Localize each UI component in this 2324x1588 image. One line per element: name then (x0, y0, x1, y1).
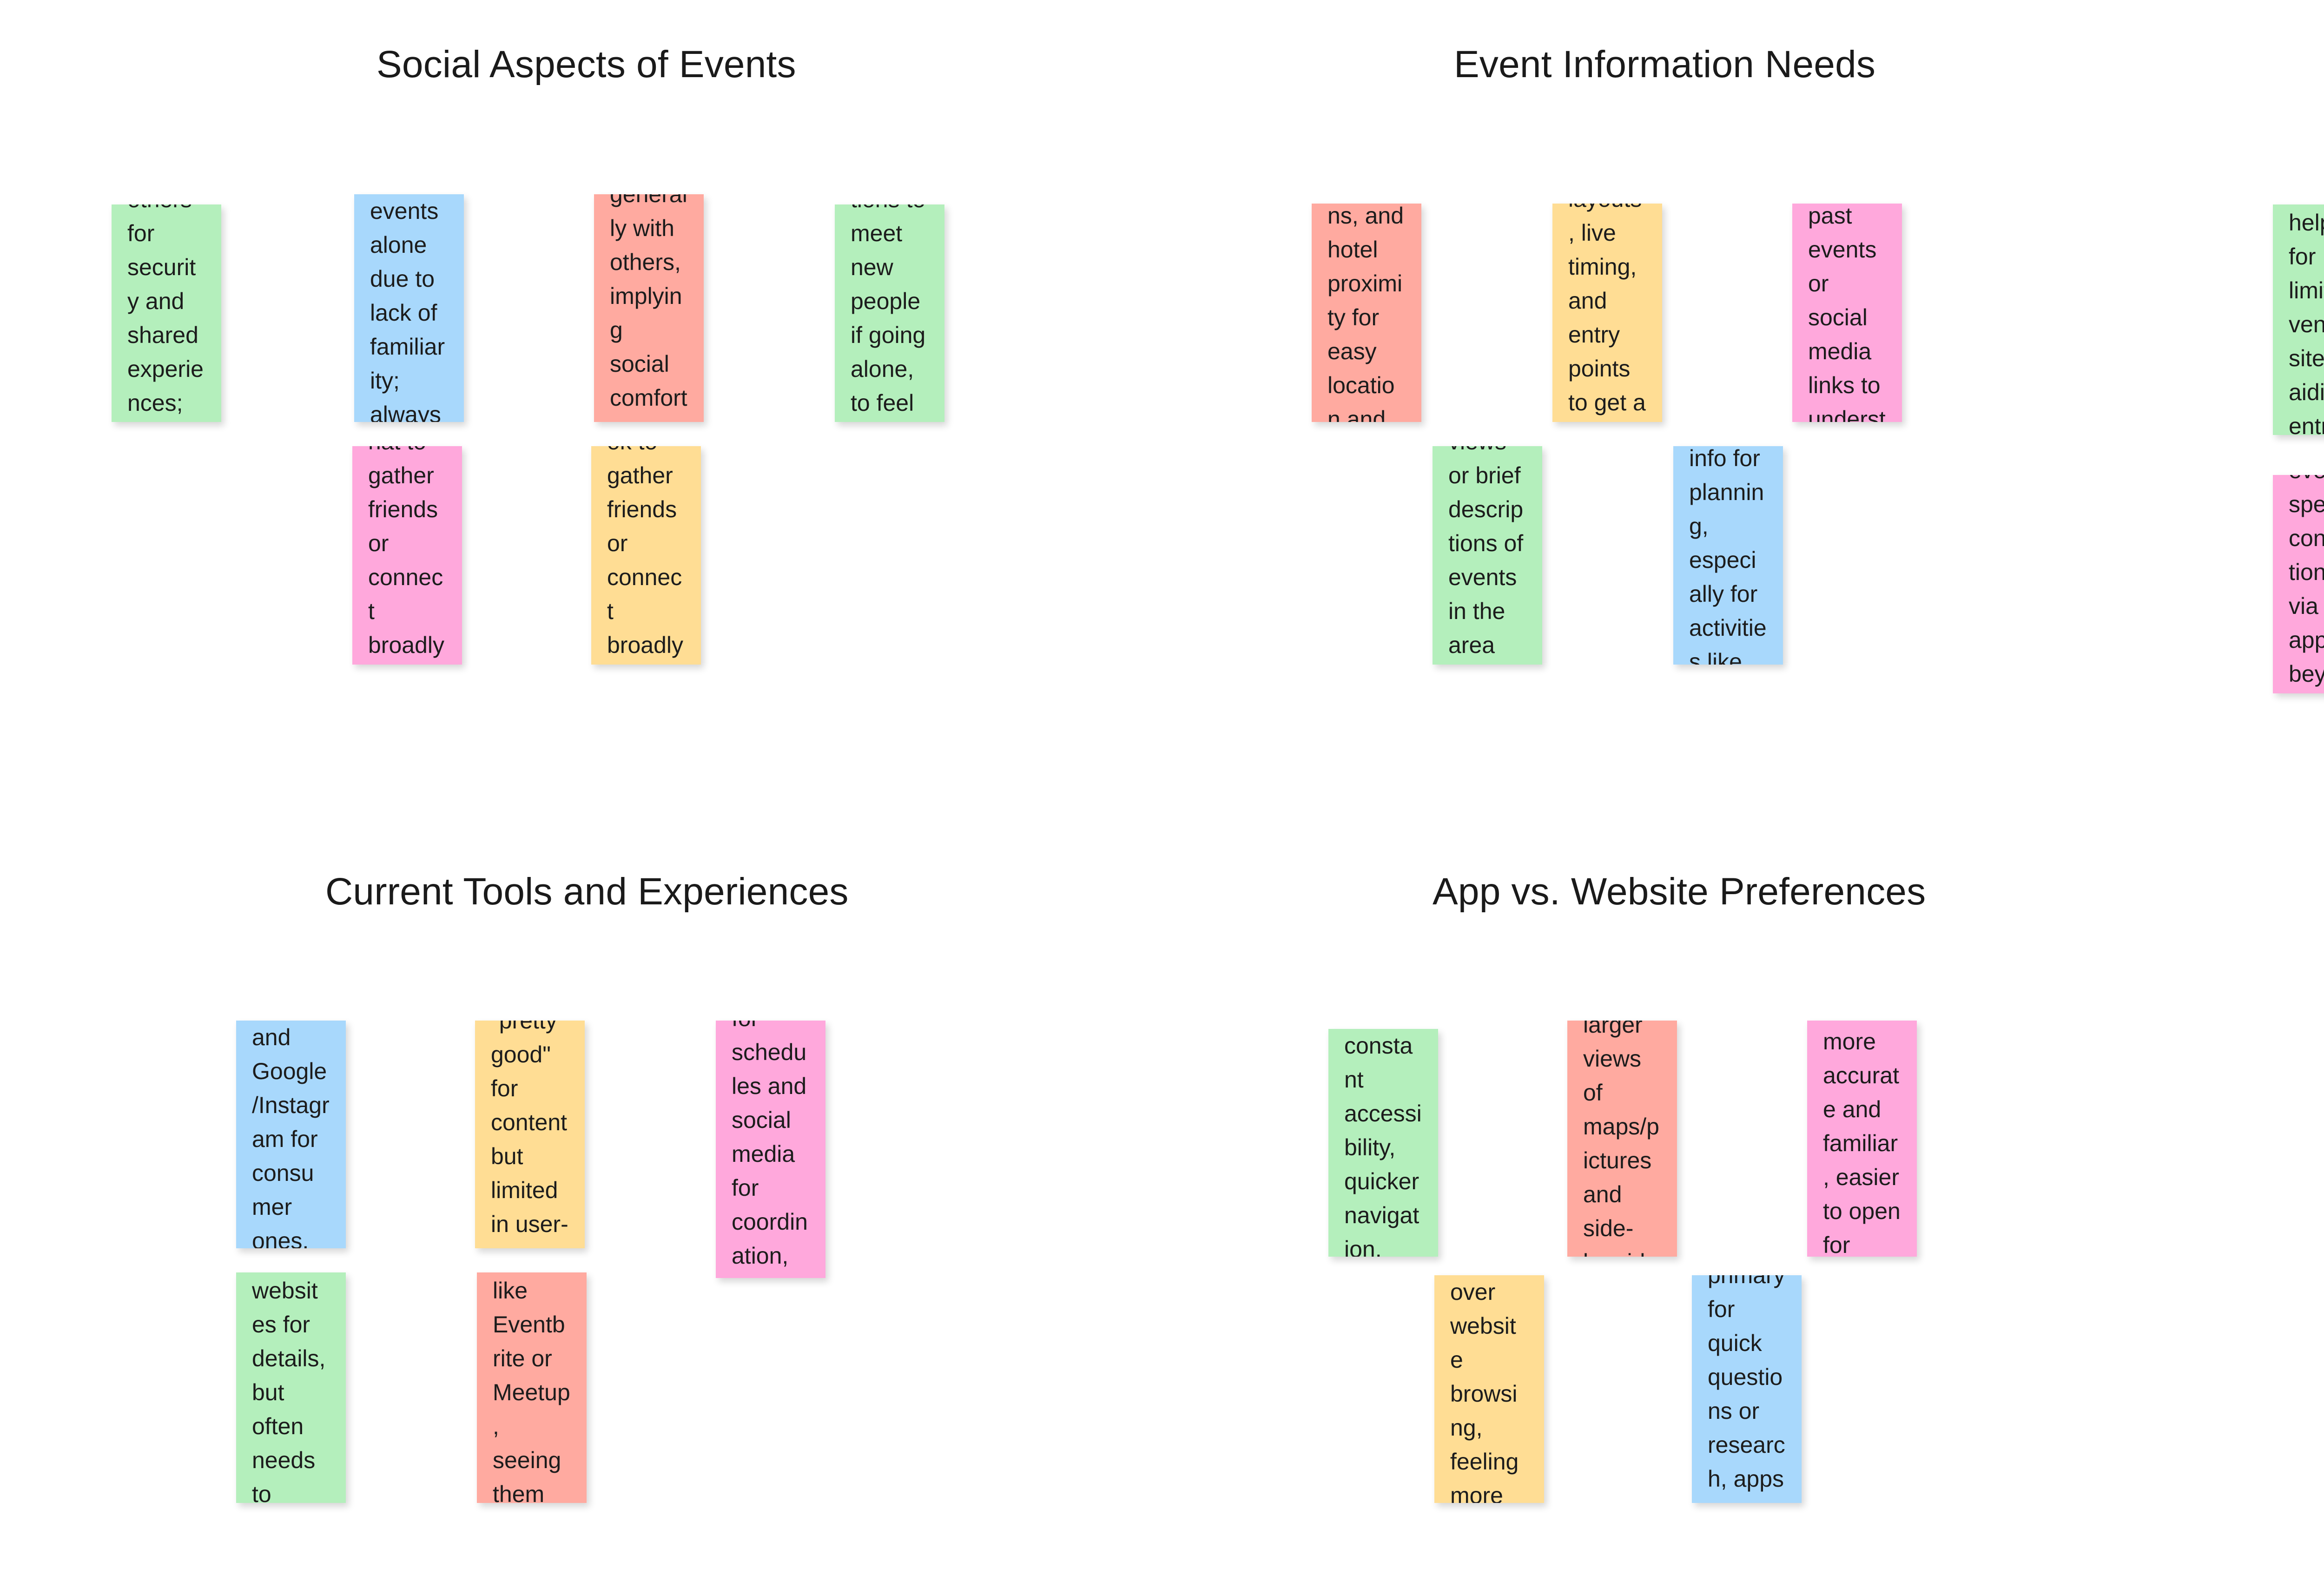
sticky-note[interactable]: Relies on venue or sponsor websites for … (236, 1272, 346, 1503)
sticky-note[interactable]: Attends events generally with others, im… (594, 194, 704, 422)
sticky-note-text: Prefers attending with others for securi… (127, 204, 204, 416)
sticky-note[interactable]: Looks for pictures of past events or soc… (1792, 204, 1902, 422)
sticky-note-text: Values maps, directions, and hotel proxi… (1327, 204, 1404, 422)
section-heading-current-tools-and-experiences: Current Tools and Experiences (325, 870, 849, 913)
sticky-note-text: Needs disclaimers, and gear info for pla… (1689, 446, 1767, 665)
sticky-note-text: Would use pre-event connections to meet … (851, 204, 926, 416)
sticky-note[interactable]: Prefers attending with others for securi… (112, 204, 221, 422)
sticky-note-text: Uses Snapchat to gather friends or conne… (368, 446, 444, 658)
sticky-note[interactable]: Would use pre-event connections to meet … (835, 204, 944, 422)
section-heading-social-aspects-of-events: Social Aspects of Events (376, 43, 796, 86)
sticky-note[interactable]: Needs disclaimers, and gear info for pla… (1673, 446, 1783, 665)
sticky-note-text: Has low experience with apps like Eventb… (493, 1278, 570, 1503)
sticky-note-text: Prefers websites for larger views of map… (1583, 1021, 1659, 1257)
sticky-note[interactable]: Values maps, directions, and hotel proxi… (1312, 204, 1421, 422)
sticky-note[interactable]: An interactive app would be "very helpfu… (2273, 204, 2324, 435)
sticky-note[interactable]: Uses Snapchat to gather friends or conne… (352, 446, 462, 665)
sticky-note-text: Not inclined to attend events alone due … (370, 198, 445, 422)
sticky-note-text: Attends events generally with others, im… (610, 194, 687, 422)
sticky-note-text: Employs team-specific apps for schedules… (732, 1021, 808, 1278)
sticky-note[interactable]: Uses websites as primary for quick quest… (1692, 1275, 1802, 1503)
sticky-note[interactable]: Chooses apps for constant accessibility,… (1328, 1029, 1438, 1257)
sticky-note-text: Desires visuals of layouts, live timing,… (1568, 204, 1646, 415)
sticky-note[interactable]: Seeks calendar views or brief descriptio… (1433, 446, 1542, 665)
sticky-note-text: Sees apps as more accurate and familiar,… (1823, 1028, 1901, 1257)
sticky-note-text: Seeks calendar views or brief descriptio… (1448, 446, 1524, 658)
sticky-note-text: An interactive app would be "very helpfu… (2289, 210, 2324, 435)
section-heading-event-information-needs: Event Information Needs (1454, 43, 1876, 86)
sticky-note[interactable]: Could benefit from event-specific connec… (2273, 475, 2324, 693)
sticky-note[interactable]: Uses email/Teams for work events and Goo… (236, 1021, 346, 1248)
section-heading-app-vs-website-preferences: App vs. Website Preferences (1433, 870, 1926, 913)
sticky-note-text: Looks for pictures of past events or soc… (1808, 204, 1886, 422)
sticky-note[interactable]: Desires visuals of layouts, live timing,… (1552, 204, 1662, 422)
sticky-note-text: Uses Facebook to gather friends or conne… (607, 446, 683, 658)
sticky-note-text: Finds venue sites "pretty good" for cont… (491, 1021, 568, 1248)
sticky-note[interactable]: Finds venue sites "pretty good" for cont… (475, 1021, 585, 1248)
sticky-note-text: Uses email/Teams for work events and Goo… (252, 1024, 330, 1248)
sticky-note-text: Values app interactivity over website br… (1450, 1279, 1519, 1503)
sticky-note-text: Chooses apps for constant accessibility,… (1344, 1033, 1422, 1257)
sticky-note[interactable]: Prefers websites for larger views of map… (1567, 1021, 1677, 1257)
sticky-note[interactable]: Values app interactivity over website br… (1434, 1275, 1544, 1503)
sticky-note[interactable]: Not inclined to attend events alone due … (354, 194, 464, 422)
sticky-note-text: Could benefit from event-specific connec… (2289, 475, 2324, 687)
sticky-note[interactable]: Uses Facebook to gather friends or conne… (591, 446, 701, 665)
sticky-note[interactable]: Employs team-specific apps for schedules… (716, 1021, 825, 1278)
sticky-note-text: Uses websites as primary for quick quest… (1708, 1275, 1785, 1503)
sticky-note[interactable]: Has low experience with apps like Eventb… (477, 1272, 587, 1503)
sticky-note-text: Relies on venue or sponsor websites for … (252, 1278, 326, 1503)
sticky-note[interactable]: Sees apps as more accurate and familiar,… (1807, 1021, 1917, 1257)
